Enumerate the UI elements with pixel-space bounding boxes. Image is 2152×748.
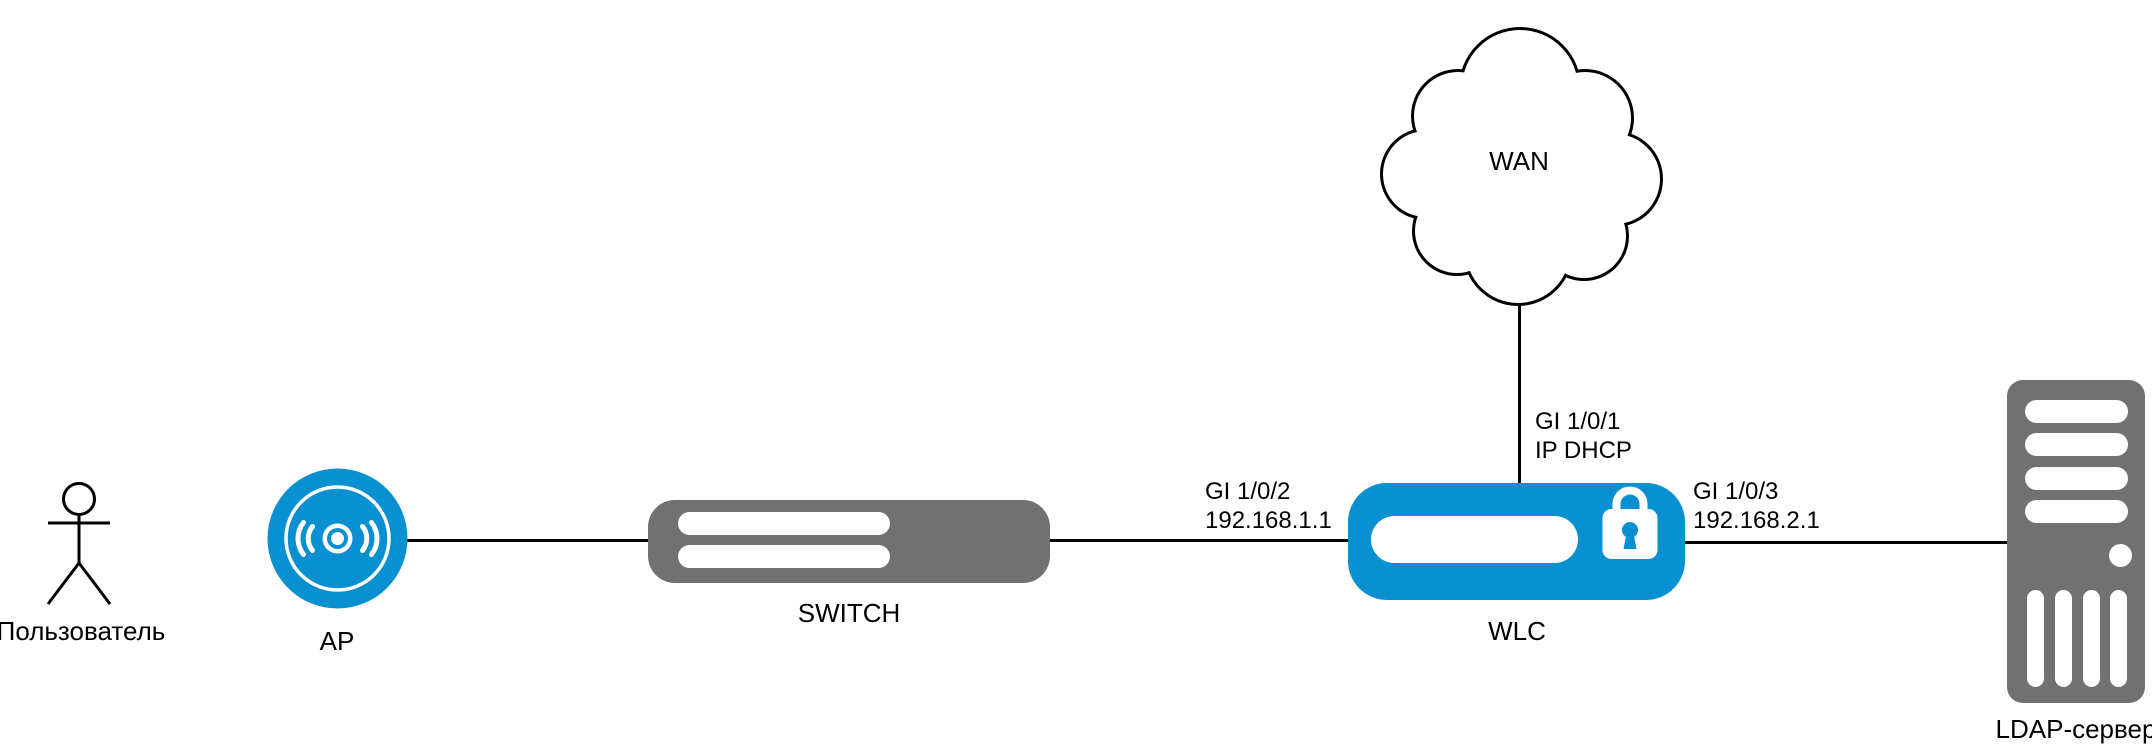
server-vent-bar xyxy=(2110,590,2127,687)
access-point-icon xyxy=(267,468,408,609)
link-wlc-ldap xyxy=(1685,541,2007,544)
server-slot-bar xyxy=(2025,467,2128,490)
interface-port: GI 1/0/1 xyxy=(1535,408,1621,435)
server-vent-bar xyxy=(2027,590,2044,687)
server-slot-bar xyxy=(2025,433,2128,456)
link-ap-switch xyxy=(405,539,648,542)
server-vent-bar xyxy=(2055,590,2072,687)
link-switch-wlc xyxy=(1050,539,1348,542)
interface-port: GI 1/0/2 xyxy=(1205,478,1291,505)
user-label: Пользователь xyxy=(0,616,166,646)
interface-label-gi102: GI 1/0/2 192.168.1.1 xyxy=(1205,477,1332,535)
wlc-icon xyxy=(1348,483,1685,600)
switch-icon xyxy=(648,500,1050,583)
server-power-button xyxy=(2109,544,2132,567)
ap-label: AP xyxy=(319,626,355,656)
interface-label-gi103: GI 1/0/3 192.168.2.1 xyxy=(1693,477,1820,535)
interface-address: 192.168.1.1 xyxy=(1205,507,1332,534)
interface-address: IP DHCP xyxy=(1535,437,1632,464)
switch-port-bar xyxy=(678,512,890,535)
lock-icon xyxy=(1602,486,1658,559)
interface-label-gi101: GI 1/0/1 IP DHCP xyxy=(1535,407,1632,465)
interface-port: GI 1/0/3 xyxy=(1693,478,1779,505)
interface-address: 192.168.2.1 xyxy=(1693,507,1820,534)
server-slot-bar xyxy=(2025,400,2128,423)
server-vent-bar xyxy=(2083,590,2100,687)
ldap-label: LDAP-сервер xyxy=(1995,714,2152,744)
wan-label: WAN xyxy=(1489,146,1549,176)
link-wan-wlc xyxy=(1518,294,1521,484)
switch-label: SWITCH xyxy=(797,598,901,628)
wlc-label: WLC xyxy=(1488,616,1546,646)
switch-port-bar xyxy=(678,545,890,568)
wlc-slot-bar xyxy=(1371,516,1578,563)
server-tower-icon xyxy=(2007,380,2145,703)
server-slot-bar xyxy=(2025,500,2128,523)
person-icon xyxy=(46,482,112,605)
